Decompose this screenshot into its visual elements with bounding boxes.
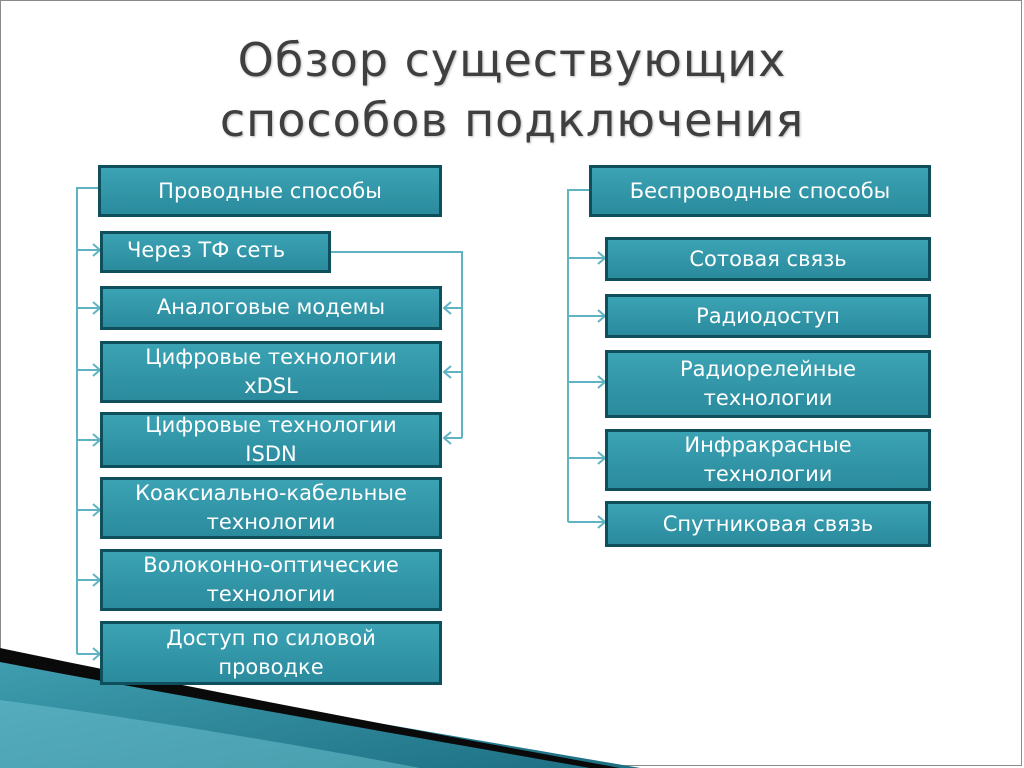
box-fiber-optic: Волоконно-оптические технологии: [100, 549, 442, 611]
box-satellite-label: Спутниковая связь: [662, 511, 874, 536]
box-digital-xdsl: Цифровые технологии xDSL: [100, 341, 442, 403]
box-digital-isdn-label: Цифровые технологии ISDN: [145, 413, 397, 466]
slide-title: Обзор существующих способов подключения: [0, 30, 1024, 150]
box-fiber-optic-label: Волоконно-оптические технологии: [143, 553, 399, 606]
box-satellite: Спутниковая связь: [605, 501, 931, 547]
title-line-1: Обзор существующих: [237, 33, 787, 87]
box-radio-relay-label: Радиорелейные технологии: [679, 357, 857, 410]
box-digital-xdsl-label: Цифровые технологии xDSL: [145, 345, 397, 398]
box-wireless-methods: Беспроводные способы: [589, 165, 931, 217]
box-wired-methods: Проводные способы: [98, 165, 442, 217]
box-radio-access: Радиодоступ: [605, 294, 931, 338]
box-wired-methods-label: Проводные способы: [158, 178, 382, 203]
box-via-tf-net-label: Через ТФ сеть: [127, 238, 286, 262]
box-via-tf-net: Через ТФ сеть: [100, 231, 331, 273]
box-radio-access-label: Радиодоступ: [696, 303, 840, 328]
box-infrared: Инфракрасные технологии: [605, 429, 931, 491]
box-coax-cable-label: Коаксиально-кабельные технологии: [135, 481, 407, 534]
box-cellular-label: Сотовая связь: [689, 246, 847, 271]
box-analog-modems: Аналоговые модемы: [100, 286, 442, 330]
box-power-line: Доступ по силовой проводке: [100, 621, 442, 685]
box-cellular: Сотовая связь: [605, 237, 931, 281]
box-coax-cable: Коаксиально-кабельные технологии: [100, 477, 442, 539]
box-infrared-label: Инфракрасные технологии: [684, 433, 852, 486]
box-power-line-label: Доступ по силовой проводке: [166, 626, 376, 679]
box-digital-isdn: Цифровые технологии ISDN: [100, 412, 442, 468]
title-line-2: способов подключения: [219, 93, 805, 147]
box-wireless-methods-label: Беспроводные способы: [629, 178, 891, 203]
box-radio-relay: Радиорелейные технологии: [605, 350, 931, 418]
box-analog-modems-label: Аналоговые модемы: [156, 295, 386, 319]
